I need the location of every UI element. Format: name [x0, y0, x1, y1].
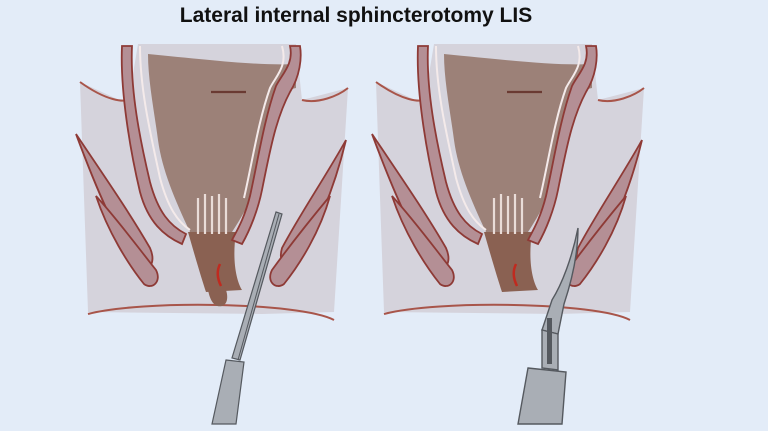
anal-canal-anatomy: [371, 44, 645, 321]
anatomy-panel-left: [75, 44, 349, 425]
scalpel-icon: [517, 227, 579, 425]
diagram-title: Lateral internal sphincterotomy LIS: [179, 4, 533, 27]
needle-blade-icon: [211, 211, 283, 425]
anal-canal-anatomy: [75, 44, 349, 321]
anatomy-panel-right: [371, 44, 645, 425]
